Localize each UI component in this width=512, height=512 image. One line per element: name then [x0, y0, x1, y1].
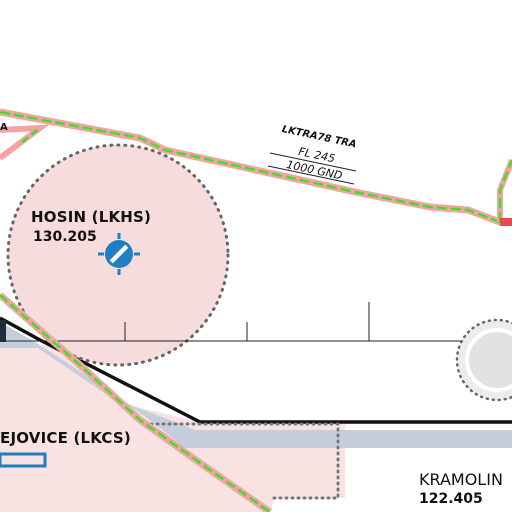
hosin-airport-name: HOSIN (LKHS) — [31, 208, 152, 226]
kramolin-name: KRAMOLIN — [419, 470, 503, 489]
tra-boundary-left-green — [21, 127, 41, 143]
dotted-zone-outline — [143, 422, 340, 500]
kramolin-frequency: 122.405 — [419, 491, 483, 507]
airport-runway-icon[interactable] — [0, 452, 47, 468]
partial-left-label: A — [0, 122, 8, 133]
tra-boundary-left-pink — [0, 124, 50, 161]
boundary-marker — [0, 320, 6, 342]
tra-corner-marker — [500, 218, 512, 226]
tra-boundary-right-green — [498, 159, 512, 222]
hosin-airport-frequency: 130.205 — [33, 229, 97, 245]
tra-boundary-diagonal-green — [0, 294, 271, 512]
tra-boundary-green — [0, 110, 512, 224]
tra-label-line — [269, 152, 357, 172]
tra-boundary-right-pink — [497, 158, 512, 222]
tra-label-line — [267, 165, 355, 185]
airport-runway-icon[interactable] — [98, 233, 140, 275]
ejovice-airport-name: EJOVICE (LKCS) — [0, 429, 131, 447]
airspace-band — [0, 322, 512, 448]
boundary-line — [0, 316, 512, 424]
gray-zone-inner — [465, 328, 512, 392]
